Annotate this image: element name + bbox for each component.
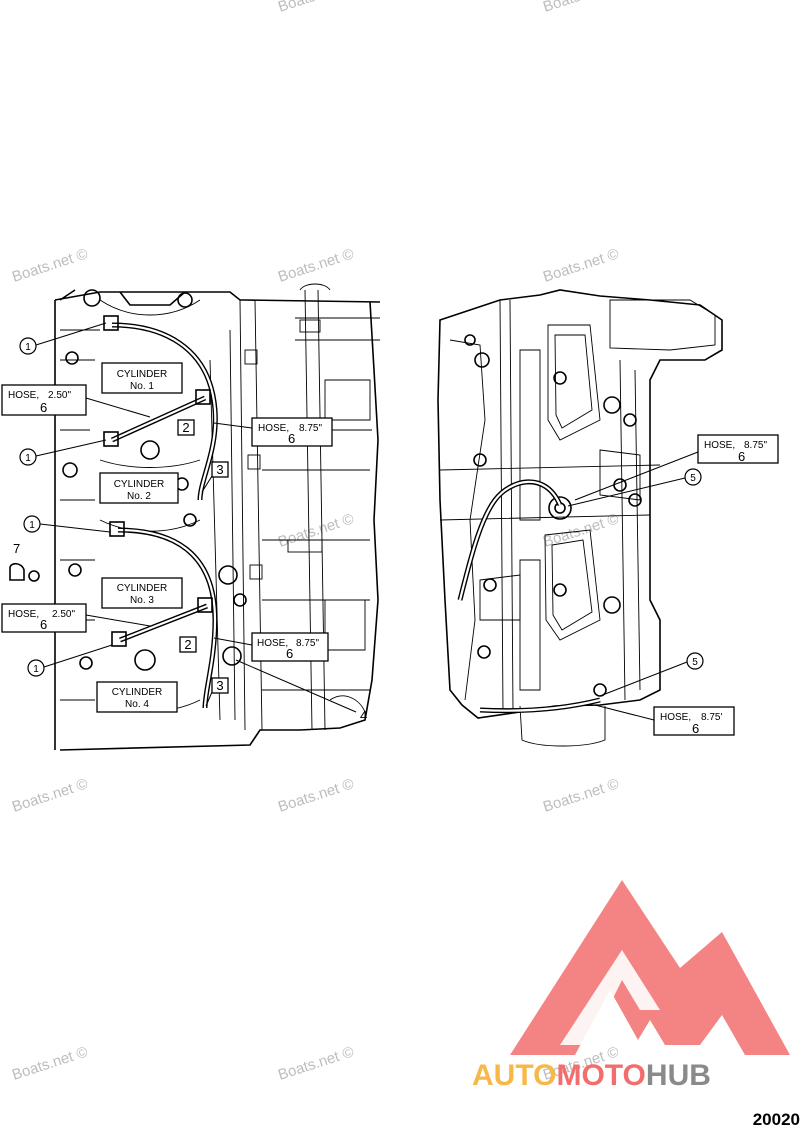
callout-3: 3 (216, 678, 223, 693)
watermark-text: Boats.net © (10, 775, 90, 815)
cylinder-box (99, 472, 179, 504)
cylinder-box (101, 362, 183, 394)
callout-1: 1 (29, 520, 35, 531)
hose-length: 8.75" (744, 440, 767, 451)
watermark-text: Boats.net © (276, 775, 356, 815)
automotohub-logo: AUTOMOTOHUB (472, 880, 790, 1092)
cylinder-box (96, 681, 178, 713)
callout-4-group: 4 (235, 659, 367, 723)
watermark-text: Boats.net © (541, 0, 621, 16)
hose-part-number: 6 (738, 449, 745, 464)
hose-label-short-lower: HOSE, 2.50" 6 (1, 603, 151, 633)
cylinder-box (101, 577, 183, 609)
watermark-text: Boats.net © (10, 245, 90, 285)
logo-part-hub: HUB (646, 1059, 711, 1092)
hose-label-short-upper: HOSE, 2.50" 6 (1, 384, 151, 418)
hose-label-long-upper: HOSE, 8.75" 6 (213, 417, 333, 447)
cylinder-number: No. 2 (127, 491, 151, 502)
right-engine-block (437, 289, 723, 747)
cylinder-title: CYLINDER (112, 687, 163, 698)
clamp-part-7: 7 (9, 541, 40, 582)
hose-length: 2.50" (52, 609, 75, 620)
hose-part-number: 6 (692, 721, 699, 736)
hose-word: HOSE, (8, 390, 39, 401)
callout-4: 4 (360, 708, 367, 723)
reference-number: 20020 (752, 1110, 800, 1129)
hose-length: 8.75" (296, 638, 319, 649)
left-engine-block (54, 283, 381, 751)
hose-box (653, 706, 735, 736)
cylinder-label-no-1: CYLINDER No. 1 (101, 362, 183, 394)
hose-length: 8.75' (701, 712, 722, 723)
hose-length: 8.75" (299, 423, 322, 434)
watermark-text: Boats.net © (10, 1043, 90, 1083)
watermark-text: Boats.net © (276, 0, 356, 16)
logo-wordmark: AUTOMOTOHUB (472, 1059, 711, 1092)
logo-part-moto: MOTO (556, 1059, 645, 1092)
hose-box (251, 417, 333, 447)
logo-triangle-icon (510, 880, 790, 1055)
watermark-text: Boats.net © (276, 1043, 356, 1083)
cylinder-label-no-4: CYLINDER No. 4 (96, 681, 178, 713)
left-hoses (103, 315, 218, 709)
hose-box (251, 632, 329, 662)
callout-5: 5 (690, 473, 696, 484)
cylinder-title: CYLINDER (117, 583, 168, 594)
callout-1: 1 (25, 342, 31, 353)
hose-label-right-lower: HOSE, 8.75' 6 (594, 704, 735, 736)
hose-length: 2.50" (48, 390, 71, 401)
hose-part-number: 6 (40, 400, 47, 415)
cylinder-label-no-2: CYLINDER No. 2 (99, 472, 179, 504)
callout-2: 2 (184, 637, 191, 652)
cylinder-number: No. 4 (125, 699, 149, 710)
watermark-text: Boats.net © (541, 775, 621, 815)
hose-word: HOSE, (704, 440, 735, 451)
hose-word: HOSE, (8, 609, 39, 620)
callout-3: 3 (216, 462, 223, 477)
circled-callout-5-upper: 5 (567, 468, 702, 507)
watermark-text: Boats.net © (541, 245, 621, 285)
hose-box (697, 434, 779, 464)
watermark-text: Boats.net © (276, 245, 356, 285)
callout-2: 2 (182, 420, 189, 435)
circled-callout-5-lower: 5 (599, 652, 704, 697)
logo-part-auto: AUTO (472, 1059, 556, 1092)
cylinder-title: CYLINDER (117, 369, 168, 380)
callout-1: 1 (33, 664, 39, 675)
callout-1: 1 (25, 453, 31, 464)
cylinder-number: No. 3 (130, 595, 154, 606)
cylinder-label-no-3: CYLINDER No. 3 (101, 577, 183, 609)
hose-part-number: 6 (40, 617, 47, 632)
right-hoses (457, 479, 601, 714)
circled-callouts-left: 1 1 1 1 (19, 322, 113, 677)
callout-5: 5 (692, 657, 698, 668)
hose-label-long-lower: HOSE, 8.75" 6 (213, 632, 329, 662)
callout-7: 7 (13, 541, 20, 556)
cylinder-title: CYLINDER (114, 479, 165, 490)
callouts-left: 2 3 2 3 (177, 419, 229, 707)
hose-word: HOSE, (258, 423, 289, 434)
hose-part-number: 6 (286, 646, 293, 661)
hose-box (1, 384, 87, 416)
watermarks: Boats.net © Boats.net © Boats.net © Boat… (10, 0, 621, 1084)
hose-word: HOSE, (257, 638, 288, 649)
hose-box (1, 603, 87, 633)
cylinder-number: No. 1 (130, 381, 154, 392)
hose-label-right-upper: HOSE, 8.75" 6 (574, 434, 779, 501)
hose-part-number: 6 (288, 431, 295, 446)
hose-word: HOSE, (660, 712, 691, 723)
